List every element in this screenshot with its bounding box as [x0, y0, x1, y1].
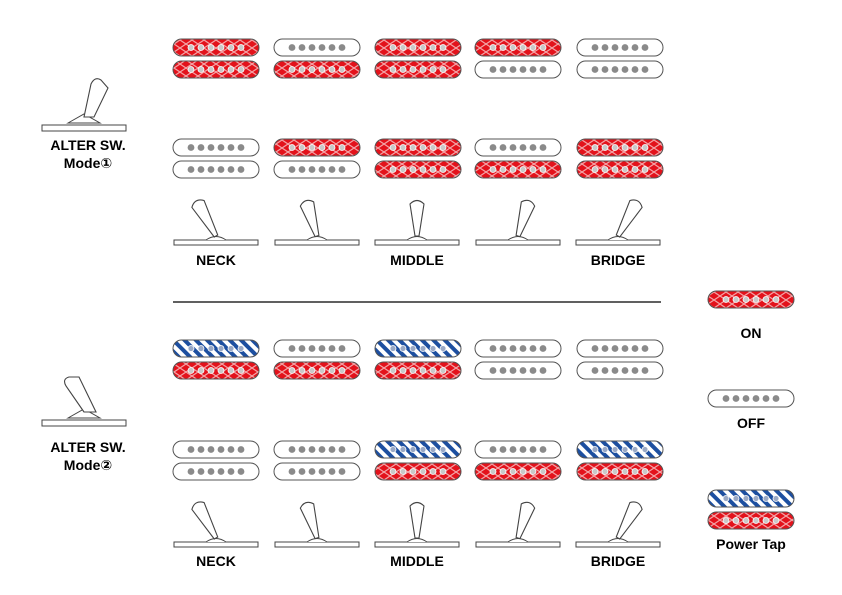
mode1-label-line2: Mode①: [64, 155, 112, 171]
mode2-toggle-icon: [41, 376, 127, 427]
mode2-row-b-pickup-2-top-coil: [273, 440, 361, 459]
mode2-switch-position-4-icon: [475, 501, 561, 548]
mode2-row-a-pickup-1: [172, 339, 260, 380]
mode1-label-line1: ALTER SW.: [50, 137, 125, 153]
mode2-row-a-pickup-5-bottom-coil: [576, 361, 664, 380]
mode1-row-a-pickup-3-bottom-coil: [374, 60, 462, 79]
mode1-row-a-pickup-3-top-coil: [374, 38, 462, 57]
mode1-row-b-pickup-2: [273, 138, 361, 179]
humbucker-grid: [172, 38, 664, 481]
mode2-row-b-pickup-2-bottom-coil: [273, 462, 361, 481]
mode1-row-b-pickup-3: [374, 138, 462, 179]
mode2-row-b-pickup-3-top-coil: [374, 440, 462, 459]
mode2-row-b-pickup-5-bottom-coil: [576, 462, 664, 481]
mode1-row-a-pickup-5: [576, 38, 664, 79]
mode1-switch-position-5-icon: [575, 199, 661, 246]
mode1-row-a-pickup-2-bottom-coil: [273, 60, 361, 79]
mode1-row-b-pickup-4-bottom-coil: [474, 160, 562, 179]
mode1-position-neck: NECK: [196, 252, 236, 268]
legend-power-tap-humbucker-bottom-coil: [707, 511, 795, 530]
mode1-row-a-pickup-4: [474, 38, 562, 79]
mode1-toggle-icon: [41, 78, 127, 132]
legend-on-label: ON: [741, 325, 762, 341]
mode2-row-b-pickup-1-top-coil: [172, 440, 260, 459]
mode2-row-a-pickup-1-bottom-coil: [172, 361, 260, 380]
mode2-row-a-pickup-2-top-coil: [273, 339, 361, 358]
legend-off-coil: [707, 389, 795, 408]
mode1-row-a-pickup-2: [273, 38, 361, 79]
mode2-switch-position-2-icon: [274, 501, 360, 548]
mode1-row-b-pickup-3-top-coil: [374, 138, 462, 157]
mode1-selector: ALTER SW. Mode①: [41, 78, 127, 171]
mode1-switch-position-2-icon: [274, 199, 360, 246]
mode1-row-b-pickup-3-bottom-coil: [374, 160, 462, 179]
mode2-row-b-pickup-2: [273, 440, 361, 481]
mode2-row-a-pickup-4-bottom-coil: [474, 361, 562, 380]
mode1-position-middle: MIDDLE: [390, 252, 444, 268]
mode1-row-b-pickup-5: [576, 138, 664, 179]
mode2-row-b-pickup-1: [172, 440, 260, 481]
mode2-row-b-pickup-4-bottom-coil: [474, 462, 562, 481]
mode2-row-a-pickup-4: [474, 339, 562, 380]
mode1-row-b-pickup-1: [172, 138, 260, 179]
mode2-row-b-pickup-3: [374, 440, 462, 481]
legend-off-swatch: [707, 389, 795, 408]
mode2-selector: ALTER SW. Mode②: [41, 376, 127, 473]
mode1-row-b-pickup-4: [474, 138, 562, 179]
mode1-row-b-pickup-1-bottom-coil: [172, 160, 260, 179]
mode1-row-b-pickup-2-bottom-coil: [273, 160, 361, 179]
mode1-switch-position-4-icon: [475, 199, 561, 246]
mode1-row-a-pickup-4-top-coil: [474, 38, 562, 57]
legend-power-tap-swatch: [707, 489, 795, 530]
mode2-row-b-pickup-3-bottom-coil: [374, 462, 462, 481]
mode2-switch-position-3-icon: [374, 501, 460, 548]
mode2-position-neck: NECK: [196, 553, 236, 569]
mode1-row-a-pickup-5-top-coil: [576, 38, 664, 57]
mode1-row-a-pickup-3: [374, 38, 462, 79]
legend-power-tap-humbucker-top-coil: [707, 489, 795, 508]
legend-power-tap-label: Power Tap: [716, 536, 786, 552]
mode2-row-b-pickup-4-top-coil: [474, 440, 562, 459]
mode1-row-b-pickup-4-top-coil: [474, 138, 562, 157]
mode1-row-a-pickup-4-bottom-coil: [474, 60, 562, 79]
mode2-row-a-pickup-2-bottom-coil: [273, 361, 361, 380]
mode2-row-a-pickup-1-top-coil: [172, 339, 260, 358]
mode2-row-a-pickup-3-bottom-coil: [374, 361, 462, 380]
mode2-position-bridge: BRIDGE: [591, 553, 645, 569]
legend-power-tap-humbucker: [707, 489, 795, 530]
mode2-position-middle: MIDDLE: [390, 553, 444, 569]
mode2-row-a-pickup-3: [374, 339, 462, 380]
mode2-row-a-pickup-2: [273, 339, 361, 380]
legend-on-swatch: [707, 290, 795, 309]
mode2-row-b-pickup-1-bottom-coil: [172, 462, 260, 481]
mode1-position-bridge: BRIDGE: [591, 252, 645, 268]
mode2-row-b-pickup-5-top-coil: [576, 440, 664, 459]
mode2-row-a-pickup-5-top-coil: [576, 339, 664, 358]
mode1-switch-position-1-icon: [173, 199, 259, 246]
switch-position-icons: [173, 199, 661, 548]
mode1-row-a-pickup-2-top-coil: [273, 38, 361, 57]
mode1-row-a-pickup-1-bottom-coil: [172, 60, 260, 79]
mode1-row-b-pickup-5-bottom-coil: [576, 160, 664, 179]
mode2-switch-position-1-icon: [173, 501, 259, 548]
legend: ON OFF Power Tap: [707, 290, 795, 552]
mode1-row-b-pickup-5-top-coil: [576, 138, 664, 157]
mode1-switch-position-3-icon: [374, 199, 460, 246]
mode2-label-line2: Mode②: [64, 457, 112, 473]
mode2-row-a-pickup-4-top-coil: [474, 339, 562, 358]
mode1-row-a-pickup-1-top-coil: [172, 38, 260, 57]
mode1-row-a-pickup-1: [172, 38, 260, 79]
mode2-row-b-pickup-4: [474, 440, 562, 481]
mode1-row-b-pickup-1-top-coil: [172, 138, 260, 157]
legend-off-label: OFF: [737, 415, 765, 431]
mode2-label-line1: ALTER SW.: [50, 439, 125, 455]
mode1-row-b-pickup-2-top-coil: [273, 138, 361, 157]
mode2-row-a-pickup-3-top-coil: [374, 339, 462, 358]
legend-on-coil: [707, 290, 795, 309]
mode2-switch-position-5-icon: [575, 501, 661, 548]
mode2-row-a-pickup-5: [576, 339, 664, 380]
mode2-row-b-pickup-5: [576, 440, 664, 481]
mode1-row-a-pickup-5-bottom-coil: [576, 60, 664, 79]
